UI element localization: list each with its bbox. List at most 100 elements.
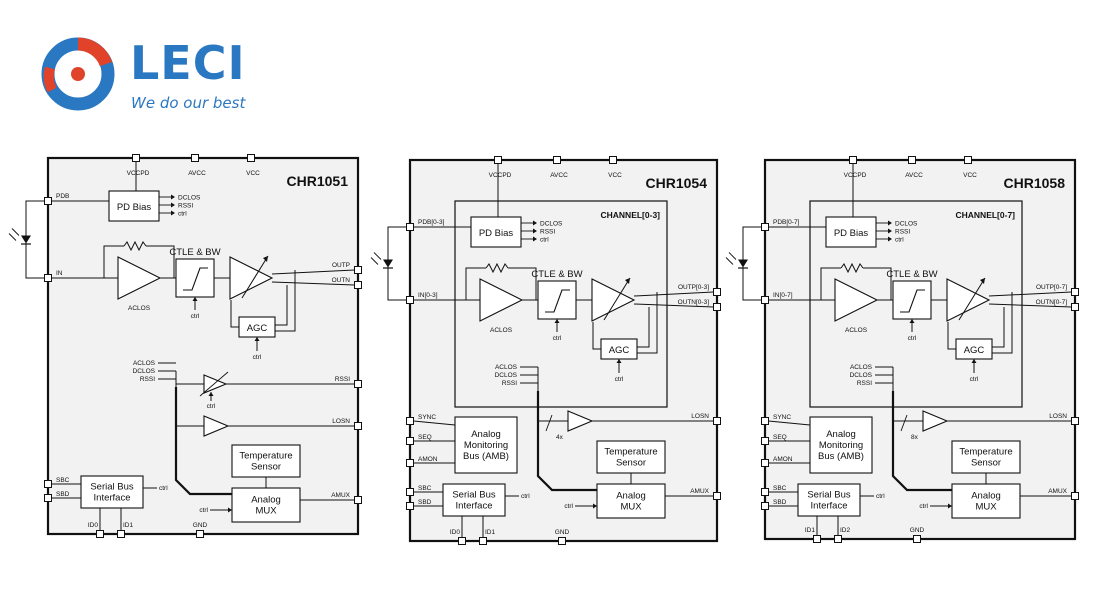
analog-mux-block bbox=[596, 483, 666, 519]
pdb-label: PDB[0-7] bbox=[773, 219, 800, 226]
logo-wordmark: LECI bbox=[130, 36, 246, 90]
ctle-block bbox=[892, 280, 932, 320]
losn-pin bbox=[713, 417, 721, 425]
in-label: IN bbox=[56, 270, 63, 277]
pd-bias-output-label: RSSI bbox=[895, 229, 910, 236]
gnd-label: GND bbox=[193, 522, 208, 529]
arrow-head bbox=[554, 319, 560, 323]
company-logo: LECI We do our best bbox=[38, 34, 288, 114]
tia-amplifier bbox=[834, 278, 879, 322]
pd-bias-label: PD Bias bbox=[479, 228, 514, 239]
supply-label: VCC bbox=[246, 170, 260, 177]
outp-pin bbox=[713, 288, 721, 296]
agc-ctrl-wire bbox=[947, 322, 956, 350]
arrow-head bbox=[980, 278, 985, 284]
amb-pin bbox=[406, 417, 414, 425]
channel-label: CHANNEL[0-7] bbox=[956, 210, 1016, 220]
pd-bias-output-label: DCLOS bbox=[178, 195, 201, 202]
agc-sense-wire bbox=[637, 292, 658, 354]
vga-amplifier bbox=[946, 278, 991, 322]
mux-ctrl-label: ctrl bbox=[564, 503, 573, 510]
mux-input-label: DCLOS bbox=[495, 372, 518, 379]
arrow-head bbox=[208, 392, 214, 396]
ctle-label: CTLE & BW bbox=[169, 247, 220, 258]
sbi-ctrl-label: ctrl bbox=[876, 493, 885, 500]
pdb-pin bbox=[406, 223, 414, 231]
amb-pin-label: SYNC bbox=[773, 414, 791, 421]
sbc-label: SBC bbox=[418, 485, 432, 492]
photodiode-wire bbox=[742, 226, 762, 301]
rssi-ctrl-label: ctrl bbox=[207, 403, 216, 410]
pd-bias-block bbox=[470, 216, 522, 248]
rssi-pin bbox=[354, 380, 362, 388]
sbc-pin bbox=[44, 480, 52, 488]
arrow-head bbox=[254, 337, 260, 341]
mux-ctrl-label: ctrl bbox=[199, 507, 208, 514]
ctle-ctrl-label: ctrl bbox=[553, 335, 562, 342]
outp-label: OUTP bbox=[332, 262, 350, 269]
agc-sense-wire bbox=[992, 292, 1013, 354]
amux-pin bbox=[713, 492, 721, 500]
id-pin bbox=[834, 535, 842, 543]
outn-wire bbox=[633, 303, 714, 308]
in-pin bbox=[406, 296, 414, 304]
amb-block bbox=[809, 416, 873, 474]
feedback-wire bbox=[820, 267, 841, 300]
losn-pin bbox=[354, 422, 362, 430]
id-pin bbox=[117, 530, 125, 538]
outn-label: OUTN bbox=[332, 277, 351, 284]
arrow-head bbox=[533, 228, 537, 234]
outp-wire bbox=[633, 291, 714, 297]
sbi-ctrl-label: ctrl bbox=[521, 493, 530, 500]
arrow-head bbox=[616, 359, 622, 363]
in-label: IN[0-7] bbox=[773, 292, 793, 299]
arrow-head bbox=[171, 202, 175, 208]
mux-input-label: DCLOS bbox=[133, 368, 156, 375]
id-pin bbox=[479, 537, 487, 545]
arrow-head bbox=[171, 210, 175, 216]
amb-wire bbox=[413, 420, 456, 426]
bus-slash bbox=[545, 414, 553, 432]
supply-label: AVCC bbox=[905, 172, 923, 179]
pd-bias-output-label: RSSI bbox=[540, 229, 555, 236]
arrow-head bbox=[948, 503, 952, 509]
arrow-head bbox=[971, 359, 977, 363]
gain-arrow bbox=[603, 277, 631, 321]
arrow-head bbox=[625, 278, 630, 284]
pd-bias-output-label: DCLOS bbox=[540, 221, 563, 228]
gnd-label: GND bbox=[555, 529, 570, 536]
vga-amplifier bbox=[229, 256, 274, 300]
chip-title: CHR1054 bbox=[646, 175, 708, 191]
mux-input-label: ACLOS bbox=[495, 364, 518, 371]
supply-label: AVCC bbox=[188, 170, 206, 177]
mux-bus-wire bbox=[174, 387, 232, 496]
amux-label: AMUX bbox=[690, 488, 709, 495]
outp-wire bbox=[988, 291, 1072, 297]
supply-pin bbox=[132, 154, 140, 162]
mux-input-label: ACLOS bbox=[850, 364, 873, 371]
pd-bias-label: PD Bias bbox=[834, 228, 869, 239]
bus-width-label: 8x bbox=[911, 434, 919, 441]
chip-title: CHR1051 bbox=[287, 173, 349, 189]
rssi-buffer bbox=[203, 374, 228, 394]
in-label: IN[0-3] bbox=[418, 292, 438, 299]
light-arrow-icon bbox=[373, 252, 382, 260]
arrow-head bbox=[593, 503, 597, 509]
light-arrow-icon bbox=[11, 228, 20, 236]
supply-pin bbox=[964, 156, 972, 164]
supply-label: VCCPD bbox=[489, 172, 512, 179]
mux-input-label: RSSI bbox=[857, 380, 872, 387]
agc-label: AGC bbox=[964, 345, 985, 356]
in-pin bbox=[761, 296, 769, 304]
id-label: ID1 bbox=[805, 527, 816, 534]
losn-buffer bbox=[567, 410, 594, 432]
feedback-wire bbox=[508, 267, 537, 300]
pd-bias-label: PD Bias bbox=[117, 202, 152, 213]
pdb-label: PDB[0-3] bbox=[418, 219, 445, 226]
